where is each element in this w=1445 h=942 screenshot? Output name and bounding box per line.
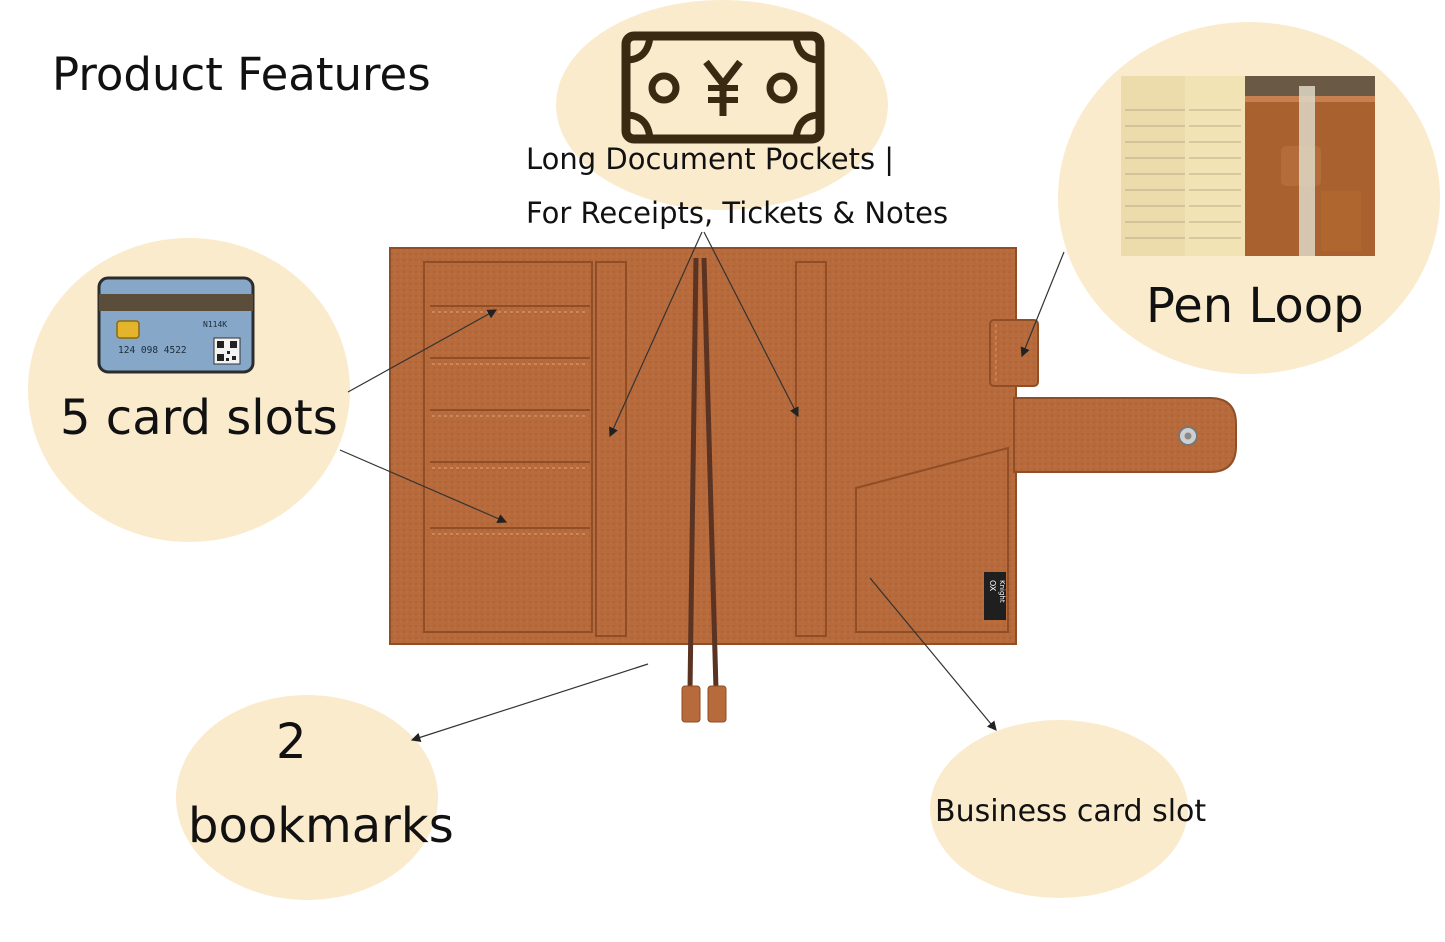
bookmarks-label: bookmarks xyxy=(188,798,454,854)
pen-loop-photo xyxy=(1121,76,1375,256)
svg-text:Knight: Knight xyxy=(998,580,1006,603)
credit-card-icon: N114K 124 098 4522 xyxy=(97,276,255,374)
card-slots-label: 5 card slots xyxy=(60,390,338,446)
documents-subtitle: For Receipts, Tickets & Notes xyxy=(526,196,949,230)
svg-text:N114K: N114K xyxy=(203,320,227,329)
svg-text:OX: OX xyxy=(988,580,997,592)
business-card-bubble xyxy=(930,720,1188,898)
bookmarks-bubble xyxy=(176,695,438,900)
svg-text:124 098 4522: 124 098 4522 xyxy=(118,345,187,356)
documents-heading: Long Document Pockets | xyxy=(526,142,895,176)
bookmarks-number: 2 xyxy=(276,714,307,770)
money-icon xyxy=(621,31,825,144)
business-card-label: Business card slot xyxy=(935,794,1207,829)
page-title: Product Features xyxy=(52,48,431,101)
pen-loop-label: Pen Loop xyxy=(1146,278,1364,334)
